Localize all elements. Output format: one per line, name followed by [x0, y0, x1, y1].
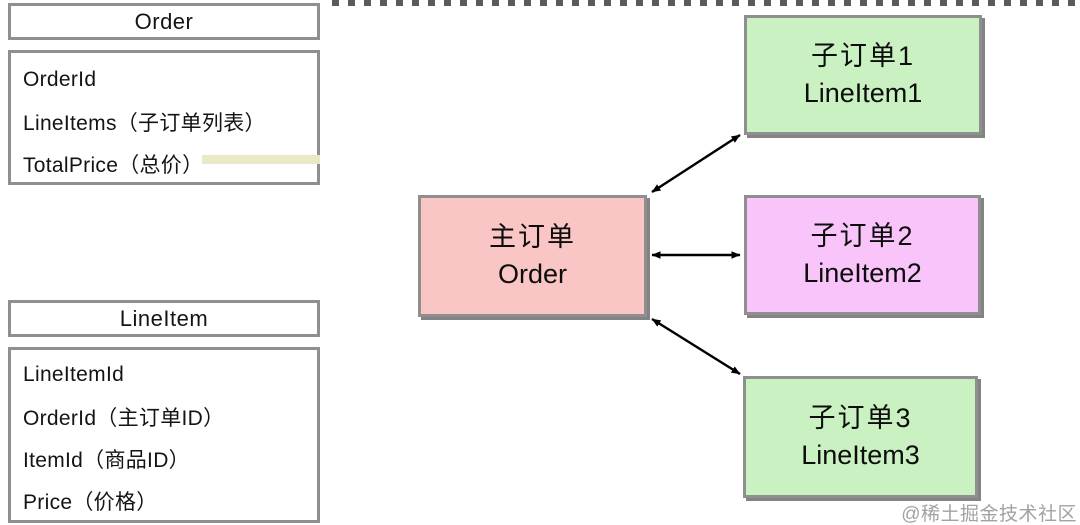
- sub-order-1-label-zh: 子订单1: [810, 41, 916, 71]
- order-class-body: OrderId LineItems（子订单列表） TotalPrice（总价）: [8, 50, 320, 185]
- order-field-orderid: OrderId: [23, 68, 97, 91]
- arrow-main-to-sub3: [651, 317, 741, 376]
- order-class-title: Order: [8, 3, 320, 40]
- lineitem-class-title: LineItem: [8, 300, 320, 337]
- sub-order-2-label-zh: 子订单2: [810, 221, 915, 251]
- sub-order-node-1: 子订单1 LineItem1: [744, 15, 982, 135]
- sub-order-3-label-zh: 子订单3: [808, 403, 913, 433]
- lineitem-class-body: LineItemId OrderId（主订单ID） ItemId（商品ID） P…: [8, 347, 320, 523]
- arrow-main-to-sub1: [651, 133, 741, 194]
- sub-order-node-3: 子订单3 LineItem3: [743, 376, 978, 498]
- lineitem-field-lineitemid: LineItemId: [23, 363, 125, 386]
- order-field-totalprice: TotalPrice（总价）: [23, 154, 204, 177]
- lineitem-field-itemid: ItemId（商品ID）: [23, 449, 190, 472]
- lineitem-field-price: Price（价格）: [23, 491, 158, 514]
- sub-order-2-label-en: LineItem2: [803, 258, 922, 288]
- juejin-watermark: @稀土掘金技术社区: [901, 504, 1077, 525]
- sub-order-node-2: 子订单2 LineItem2: [744, 195, 981, 315]
- sub-order-3-label-en: LineItem3: [801, 440, 920, 470]
- lineitem-field-orderid: OrderId（主订单ID）: [23, 407, 225, 430]
- main-order-label-en: Order: [497, 259, 568, 289]
- sub-order-1-label-en: LineItem1: [803, 78, 923, 108]
- order-field-lineitems: LineItems（子订单列表）: [23, 112, 266, 135]
- highlight-mark: [202, 155, 320, 164]
- cropped-dashed-line: [332, 0, 1080, 6]
- main-order-label-zh: 主订单: [489, 222, 576, 252]
- main-order-node: 主订单 Order: [418, 195, 647, 317]
